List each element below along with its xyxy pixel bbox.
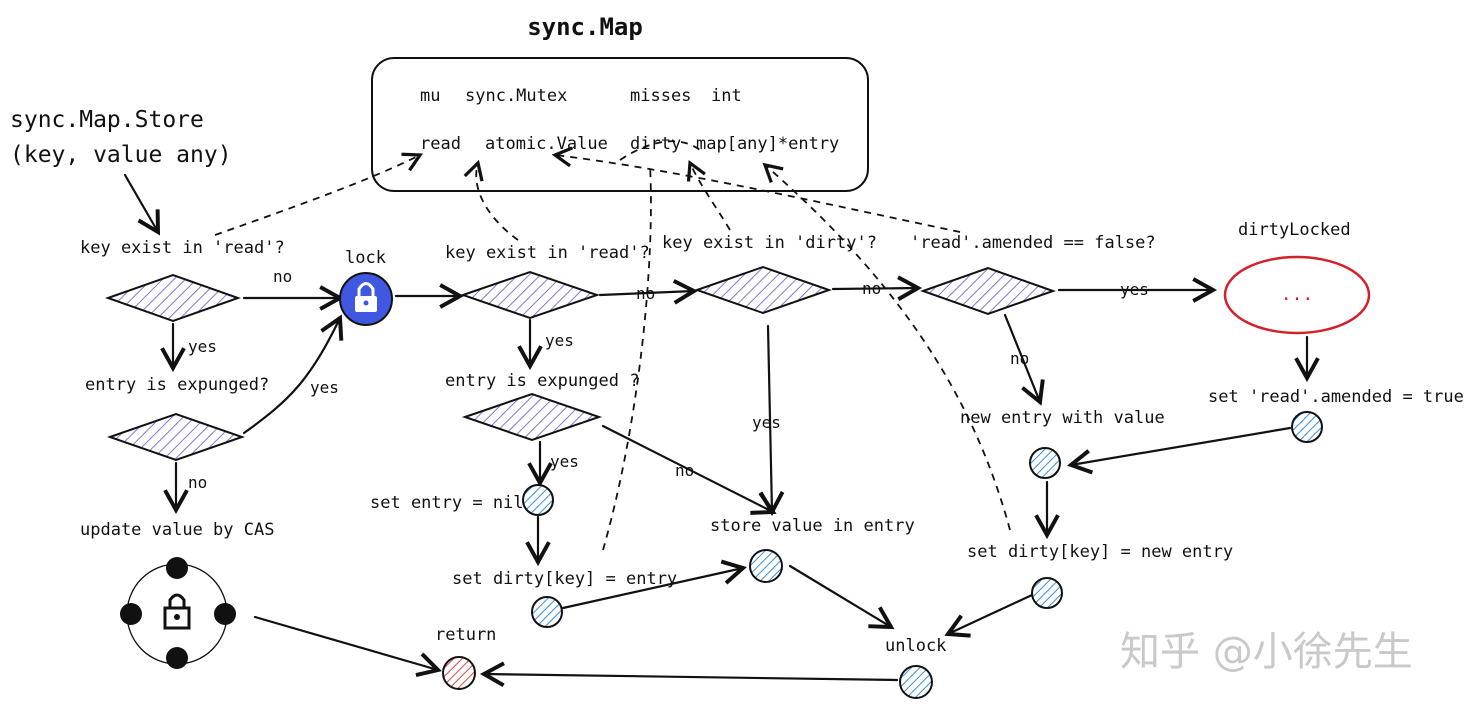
decision-expunged-1 — [106, 412, 246, 462]
field-dirty-type: map[any]*entry — [696, 134, 839, 154]
edge-yes-label: yes — [188, 337, 217, 356]
unlock-label: unlock — [885, 636, 946, 656]
field-misses-type: int — [711, 86, 742, 106]
q-dirty-label: key exist in 'dirty'? — [662, 233, 877, 253]
padlock-icon — [339, 272, 393, 326]
node-unlock — [899, 665, 933, 699]
node-set-entry-nil — [522, 484, 554, 516]
edge-no-label: no — [1010, 349, 1029, 368]
node-new-entry — [1029, 447, 1061, 479]
set-entry-nil-label: set entry = nil — [370, 493, 524, 513]
entry-label-line1: sync.Map.Store — [10, 107, 204, 133]
edge-yes-label: yes — [310, 378, 339, 397]
decision-read-2 — [459, 270, 601, 320]
edge-yes-label: yes — [550, 452, 579, 471]
struct-title: sync.Map — [527, 13, 643, 41]
q-read-1-label: key exist in 'read'? — [80, 238, 285, 258]
set-amended-label: set 'read'.amended = true — [1208, 387, 1464, 407]
entry-label-line2: (key, value any) — [10, 142, 232, 168]
decision-expunged-2 — [461, 392, 603, 442]
cas-ring-icon — [120, 557, 236, 669]
q-expunged-2-label: entry is expunged ? — [445, 371, 639, 391]
dirty-locked-box — [1223, 255, 1371, 335]
node-store-value — [749, 549, 783, 583]
node-set-dirty-new — [1031, 577, 1063, 609]
edge-yes-label: yes — [1120, 280, 1149, 299]
field-read-name: read — [420, 134, 461, 154]
field-read-type: atomic.Value — [485, 134, 608, 154]
decision-amended — [920, 266, 1056, 316]
q-amended-label: 'read'.amended == false? — [910, 233, 1156, 253]
q-read-2-label: key exist in 'read'? — [445, 243, 650, 263]
return-label: return — [435, 625, 496, 645]
new-entry-label: new entry with value — [960, 408, 1165, 428]
field-mu-type: sync.Mutex — [465, 86, 567, 106]
node-set-dirty-entry — [531, 596, 563, 628]
set-dirty-entry-label: set dirty[key] = entry — [452, 569, 677, 589]
node-return — [442, 656, 476, 690]
edge-no-label: no — [188, 473, 207, 492]
dirty-locked-body: ... — [1281, 284, 1314, 305]
field-mu-name: mu — [420, 86, 440, 106]
edge-no-label: no — [273, 267, 292, 286]
edge-yes-label: yes — [752, 413, 781, 432]
set-dirty-new-label: set dirty[key] = new entry — [967, 542, 1233, 562]
edge-no-label: no — [636, 284, 655, 303]
edge-no-label: no — [862, 279, 881, 298]
decision-dirty — [693, 265, 833, 315]
decision-read-1 — [105, 273, 241, 323]
lock-label: lock — [345, 248, 386, 268]
field-misses-name: misses — [630, 86, 691, 106]
q-expunged-1-label: entry is expunged? — [85, 375, 269, 395]
dirty-locked-label: dirtyLocked — [1238, 220, 1351, 240]
store-value-label: store value in entry — [710, 516, 915, 536]
update-cas-label: update value by CAS — [80, 520, 274, 540]
edge-no-label: no — [675, 461, 694, 480]
watermark: 知乎 @小徐先生 — [1120, 629, 1413, 675]
struct-box — [371, 57, 869, 192]
node-set-amended — [1291, 411, 1323, 443]
edge-yes-label: yes — [545, 331, 574, 350]
